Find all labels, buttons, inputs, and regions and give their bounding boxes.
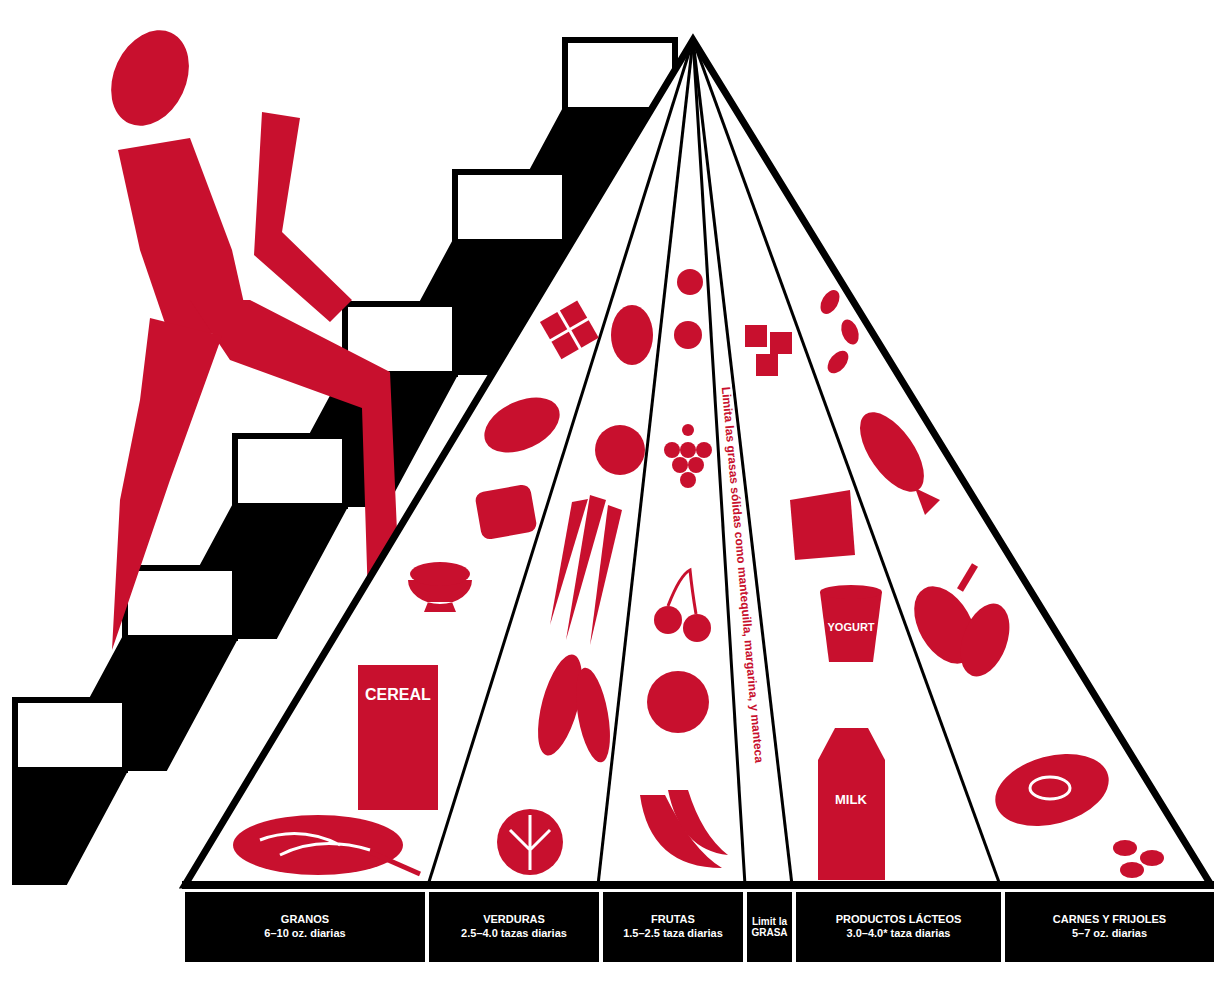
grape — [680, 472, 696, 488]
banana-icon — [668, 790, 728, 855]
yogurt-lid — [820, 585, 882, 599]
tomato-icon — [595, 425, 645, 475]
group-name: PRODUCTOS LÁCTEOS — [836, 913, 962, 927]
figure-back-leg — [112, 318, 222, 650]
peach-icon — [647, 671, 709, 733]
grape — [664, 442, 680, 458]
bean-icon — [1120, 862, 1144, 878]
strawberry-icon — [677, 269, 703, 295]
drumstick-icon — [951, 597, 1018, 683]
lettuce-veins — [510, 815, 550, 870]
cheese-wedge-icon — [790, 490, 855, 560]
group-name: CARNES Y FRIJOLES — [1053, 913, 1166, 927]
lettuce-icon — [497, 809, 563, 875]
serving-box: Limit la GRASA — [747, 892, 792, 962]
grape — [688, 457, 704, 473]
cherry-icon — [683, 614, 711, 642]
fork-icon — [370, 852, 420, 874]
carrot-icon — [590, 505, 622, 645]
serving-box: FRUTAS1.5–2.5 taza diarias — [603, 892, 743, 962]
carrot-icon — [550, 499, 588, 625]
stair-tread — [235, 436, 345, 506]
vegetable-icons — [497, 305, 653, 875]
pyramid-outline — [185, 40, 1211, 885]
peanut-icon — [824, 347, 853, 377]
fish-icon — [848, 402, 937, 503]
cracker — [571, 320, 598, 347]
dairy-icons — [745, 325, 885, 880]
steak-icon — [987, 742, 1117, 838]
serving-box: PRODUCTOS LÁCTEOS3.0–4.0* taza diarias — [796, 892, 1001, 962]
stair-tread — [15, 700, 125, 770]
cereal-box-icon — [358, 665, 438, 810]
grape — [682, 424, 694, 436]
band-divider — [693, 40, 1000, 885]
grape — [696, 442, 712, 458]
cereal-box-text: CEREAL — [365, 686, 431, 704]
serving-amount: 1.5–2.5 taza diarias — [623, 927, 723, 941]
figure-arm — [254, 112, 352, 322]
pyramid-base — [182, 881, 1214, 889]
figure-head — [96, 17, 204, 138]
climbing-figure — [96, 17, 400, 650]
bean-icon — [1113, 840, 1137, 856]
group-name: VERDURAS — [483, 913, 545, 927]
stair-tread — [455, 172, 565, 242]
grape — [672, 457, 688, 473]
stair-tread — [125, 568, 235, 638]
protein-icons — [817, 287, 1164, 878]
serving-amount: 6–10 oz. diarias — [264, 927, 345, 941]
pyramid — [182, 40, 1214, 885]
milk-carton-text: MILK — [835, 793, 867, 808]
yogurt-cup-text: YOGURT — [828, 621, 875, 634]
grapes-icon — [664, 424, 712, 488]
band-dividers — [428, 40, 1000, 885]
serving-box: GRANOS6–10 oz. diarias — [185, 892, 425, 962]
pasta-plate-icon — [233, 815, 403, 875]
rice-icon — [410, 562, 470, 586]
band-divider — [693, 40, 792, 885]
strawberry-icon — [674, 321, 702, 349]
milk-carton-icon — [818, 728, 885, 880]
bread-loaf-icon — [474, 484, 537, 541]
cheese-slice-icon — [756, 354, 778, 376]
pasta-strands — [260, 834, 370, 855]
potato-icon — [611, 305, 653, 365]
serving-box: CARNES Y FRIJOLES5–7 oz. diarias — [1005, 892, 1214, 962]
cherry-icon — [654, 606, 682, 634]
bean-icon — [1140, 850, 1164, 866]
crackers-icon — [540, 300, 599, 359]
band-divider — [428, 40, 693, 885]
figure-front-leg — [190, 300, 400, 600]
grape — [680, 442, 696, 458]
group-name: Limit la GRASA — [749, 916, 790, 938]
peanut-icon — [838, 317, 862, 347]
pea-pod-icon — [570, 665, 616, 765]
fruit-icons — [640, 269, 728, 868]
steak-marbling — [1030, 777, 1070, 799]
bread-roll-icon — [476, 386, 569, 463]
serving-amount: 5–7 oz. diarias — [1072, 927, 1147, 941]
group-name: GRANOS — [281, 913, 329, 927]
peanut-icon — [817, 287, 844, 318]
serving-amount: 3.0–4.0* taza diarias — [847, 927, 951, 941]
serving-amount: 2.5–4.0 tazas diarias — [461, 927, 567, 941]
yogurt-cup-icon — [820, 592, 882, 662]
group-name: FRUTAS — [651, 913, 695, 927]
cheese-slice-icon — [770, 332, 792, 354]
stair-shadow — [15, 770, 125, 882]
drumstick-bone — [960, 565, 975, 590]
fish-tail — [915, 488, 940, 515]
grain-icons — [233, 300, 599, 875]
cheese-slice-icon — [745, 325, 767, 347]
serving-box: VERDURAS2.5–4.0 tazas diarias — [429, 892, 599, 962]
